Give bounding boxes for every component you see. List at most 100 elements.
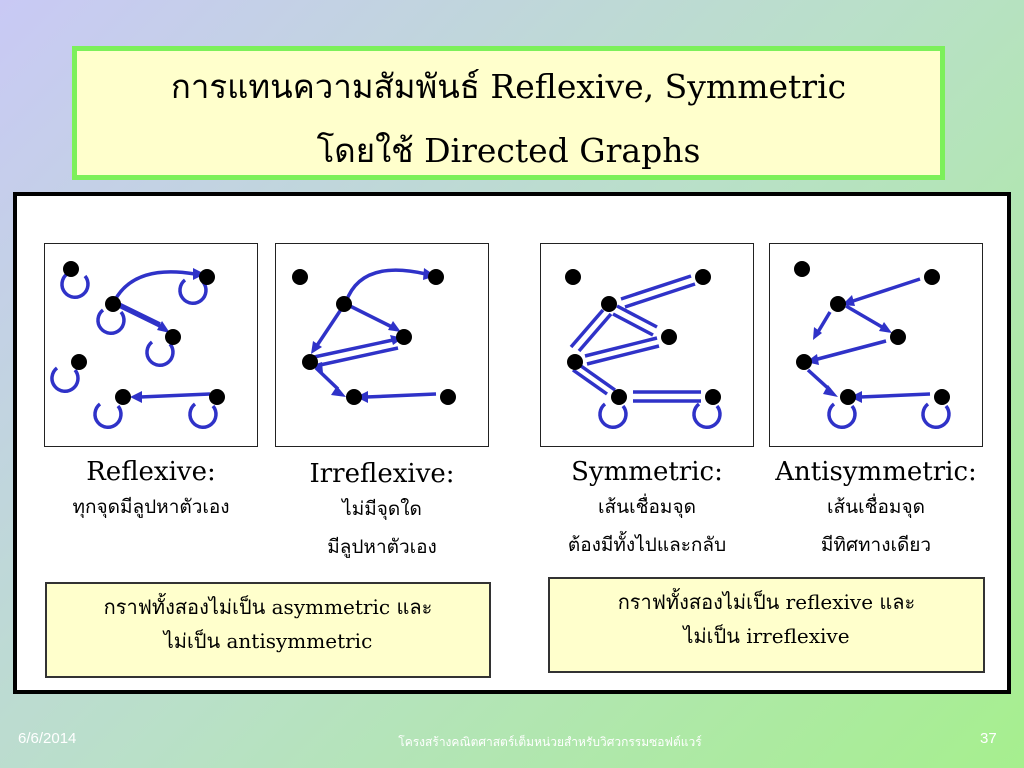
edge xyxy=(349,304,393,329)
irreflexive-graph xyxy=(275,243,489,447)
irreflexive-desc-2: มีลูปหาตัวเอง xyxy=(327,536,437,558)
content-panel: Reflexive: ทุกจุดมีลูปหาตัวเอง Irreflexi… xyxy=(13,192,1011,694)
edge xyxy=(624,282,696,309)
edge xyxy=(859,392,931,399)
graph-node xyxy=(165,329,181,345)
irreflexive-name: Irreflexive: xyxy=(309,459,455,489)
footer-course: โครงสร้างคณิตศาสตร์เต็มหน่วยสำหรับวิศวกร… xyxy=(398,735,702,749)
graph-node xyxy=(199,269,215,285)
antisymmetric-name: Antisymmetric: xyxy=(775,457,977,487)
graph-node xyxy=(924,269,940,285)
graph-node xyxy=(336,296,352,312)
slide-title-line-1: การแทนความสัมพันธ์ Reflexive, Symmetric xyxy=(170,67,847,106)
self-loop xyxy=(145,340,175,368)
right-note-line-1: กราฟทั้งสองไม่เป็น reflexive และ xyxy=(617,590,916,614)
self-loop xyxy=(921,402,951,430)
reflexive-graph xyxy=(44,243,258,447)
graph-node xyxy=(115,389,131,405)
edge xyxy=(113,270,196,301)
reflexive-label: Reflexive: ทุกจุดมีลูปหาตัวเอง xyxy=(31,456,271,526)
edge xyxy=(118,304,165,330)
graph-node xyxy=(440,389,456,405)
edge xyxy=(616,304,658,329)
edge xyxy=(586,344,660,366)
graph-node xyxy=(794,261,810,277)
edge xyxy=(313,338,394,359)
symmetric-name: Symmetric: xyxy=(571,457,723,487)
graph-node xyxy=(601,296,617,312)
edge xyxy=(344,268,427,303)
self-loop xyxy=(827,402,857,430)
self-loop xyxy=(178,278,208,306)
edge xyxy=(806,368,832,392)
edge xyxy=(319,346,399,367)
edge xyxy=(579,364,617,392)
irreflexive-desc-1: ไม่มีจุดใด xyxy=(342,498,422,520)
edge xyxy=(620,274,692,301)
graph-node xyxy=(567,354,583,370)
edge xyxy=(612,312,654,337)
graph-node xyxy=(796,354,812,370)
symmetric-desc-1: เส้นเชื่อมจุด xyxy=(598,496,696,518)
edge xyxy=(584,336,658,358)
graph-node xyxy=(292,269,308,285)
self-loop xyxy=(50,366,80,394)
graph-node xyxy=(695,269,711,285)
self-loop xyxy=(96,308,126,336)
right-note-box: กราฟทั้งสองไม่เป็น reflexive และ ไม่เป็น… xyxy=(548,577,985,673)
edge xyxy=(849,277,921,304)
edge xyxy=(314,307,344,348)
edge xyxy=(816,311,832,333)
self-loop xyxy=(188,402,218,430)
edge xyxy=(571,368,609,396)
graph-node xyxy=(840,389,856,405)
graph-node xyxy=(428,269,444,285)
edge xyxy=(813,339,887,362)
slide-title-line-2: โดยใช้ Directed Graphs xyxy=(316,131,701,170)
footer-page-number: 37 xyxy=(980,730,997,747)
antisymmetric-desc-2: มีทิศทางเดียว xyxy=(820,534,932,556)
irreflexive-graph-drawing xyxy=(292,268,456,405)
graph-node xyxy=(611,389,627,405)
left-note-line-1: กราฟทั้งสองไม่เป็น asymmetric และ xyxy=(103,595,433,619)
graph-node xyxy=(71,354,87,370)
graph-node xyxy=(934,389,950,405)
antisymmetric-label: Antisymmetric: เส้นเชื่อมจุด มีทิศทางเดี… xyxy=(756,456,996,564)
antisymmetric-graph-drawing xyxy=(794,261,951,430)
graph-node xyxy=(705,389,721,405)
graph-node xyxy=(396,329,412,345)
graph-node xyxy=(661,329,677,345)
reflexive-graph-drawing xyxy=(50,261,225,430)
graph-node xyxy=(302,354,318,370)
symmetric-graph-drawing xyxy=(565,269,722,430)
left-note-line-2: ไม่เป็น antisymmetric xyxy=(163,629,373,653)
left-note-box: กราฟทั้งสองไม่เป็น asymmetric และ ไม่เป็… xyxy=(45,582,491,678)
slide-title-box: การแทนความสัมพันธ์ Reflexive, Symmetric … xyxy=(72,46,945,180)
irreflexive-label: Irreflexive: ไม่มีจุดใด มีลูปหาตัวเอง xyxy=(262,458,502,566)
symmetric-desc-2: ต้องมีทั้งไปและกลับ xyxy=(567,534,727,556)
graph-node xyxy=(830,296,846,312)
self-loop xyxy=(692,402,722,430)
symmetric-label: Symmetric: เส้นเชื่อมจุด ต้องมีทั้งไปและ… xyxy=(527,456,767,564)
graph-node xyxy=(890,329,906,345)
antisymmetric-desc-1: เส้นเชื่อมจุด xyxy=(827,496,925,518)
footer-date: 6/6/2014 xyxy=(18,730,77,747)
reflexive-name: Reflexive: xyxy=(86,457,216,487)
self-loop xyxy=(60,272,90,300)
edge xyxy=(577,312,613,353)
edge xyxy=(314,366,340,391)
right-note-line-2: ไม่เป็น irreflexive xyxy=(683,624,850,648)
reflexive-desc-1: ทุกจุดมีลูปหาตัวเอง xyxy=(72,496,230,518)
edge xyxy=(365,392,437,399)
graph-node xyxy=(565,269,581,285)
self-loop xyxy=(93,402,123,430)
symmetric-graph xyxy=(540,243,754,447)
edge xyxy=(114,300,161,326)
graph-node xyxy=(63,261,79,277)
self-loop xyxy=(598,402,628,430)
edge xyxy=(845,304,883,329)
antisymmetric-graph xyxy=(769,243,983,447)
edge xyxy=(569,308,605,349)
graph-node xyxy=(105,296,121,312)
edge xyxy=(139,392,211,399)
